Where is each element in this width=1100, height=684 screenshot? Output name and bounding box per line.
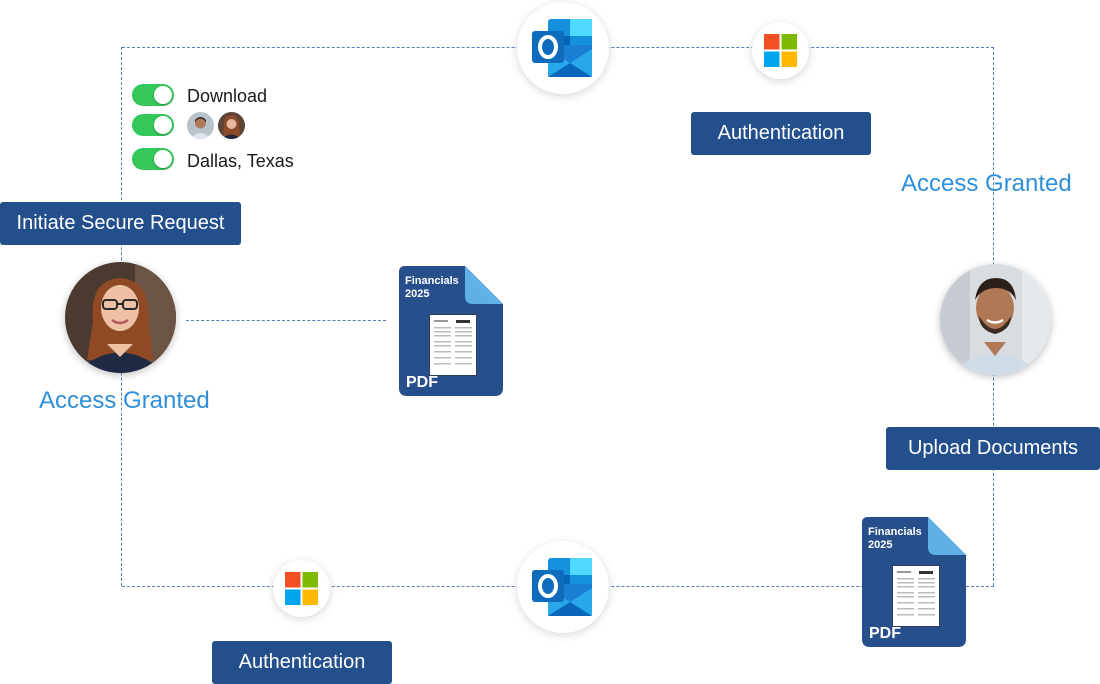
outlook-icon — [532, 558, 592, 616]
participants-toggle[interactable] — [132, 114, 174, 136]
pdf-type-label: PDF — [406, 374, 438, 391]
pdf-title: Financials 2025 — [405, 275, 459, 301]
microsoft-icon — [764, 34, 797, 67]
toggle-knob — [154, 150, 172, 168]
flow-line-to-document — [186, 320, 386, 321]
participant-avatar-woman — [218, 112, 245, 139]
pdf-title: Financials 2025 — [868, 526, 922, 552]
pdf-type-label: PDF — [869, 625, 901, 642]
pdf-document-bottom-right[interactable]: Financials 2025 PDF — [862, 517, 966, 647]
pdf-title-line-1: Financials — [868, 526, 922, 538]
requester-avatar — [65, 262, 176, 373]
pdf-title-line-2: 2025 — [868, 539, 893, 551]
outlook-badge-top — [517, 2, 609, 94]
download-toggle[interactable] — [132, 84, 174, 106]
microsoft-badge-top — [752, 22, 809, 79]
access-granted-left: Access Granted — [39, 387, 210, 414]
upload-documents-label: Upload Documents — [886, 427, 1100, 470]
participant-avatar-man — [187, 112, 214, 139]
download-label: Download — [187, 86, 268, 106]
initiate-secure-request-label: Initiate Secure Request — [0, 202, 241, 245]
authentication-label-bottom: Authentication — [212, 641, 392, 684]
pdf-title-line-2: 2025 — [405, 288, 430, 300]
outlook-badge-bottom — [517, 541, 609, 633]
location-toggle[interactable] — [132, 148, 174, 170]
recipient-avatar — [940, 264, 1051, 375]
pdf-page-thumbnail — [892, 565, 940, 627]
toggle-knob — [154, 86, 172, 104]
microsoft-badge-bottom — [273, 560, 330, 617]
pdf-title-line-1: Financials — [405, 275, 459, 287]
pdf-document-center[interactable]: Financials 2025 PDF — [399, 266, 503, 396]
toggle-knob — [154, 116, 172, 134]
location-label: Dallas, Texas — [187, 151, 294, 171]
pdf-page-thumbnail — [429, 314, 477, 376]
access-granted-right: Access Granted — [901, 170, 1072, 197]
outlook-icon — [532, 19, 592, 77]
microsoft-icon — [285, 572, 318, 605]
authentication-label-top: Authentication — [691, 112, 871, 155]
